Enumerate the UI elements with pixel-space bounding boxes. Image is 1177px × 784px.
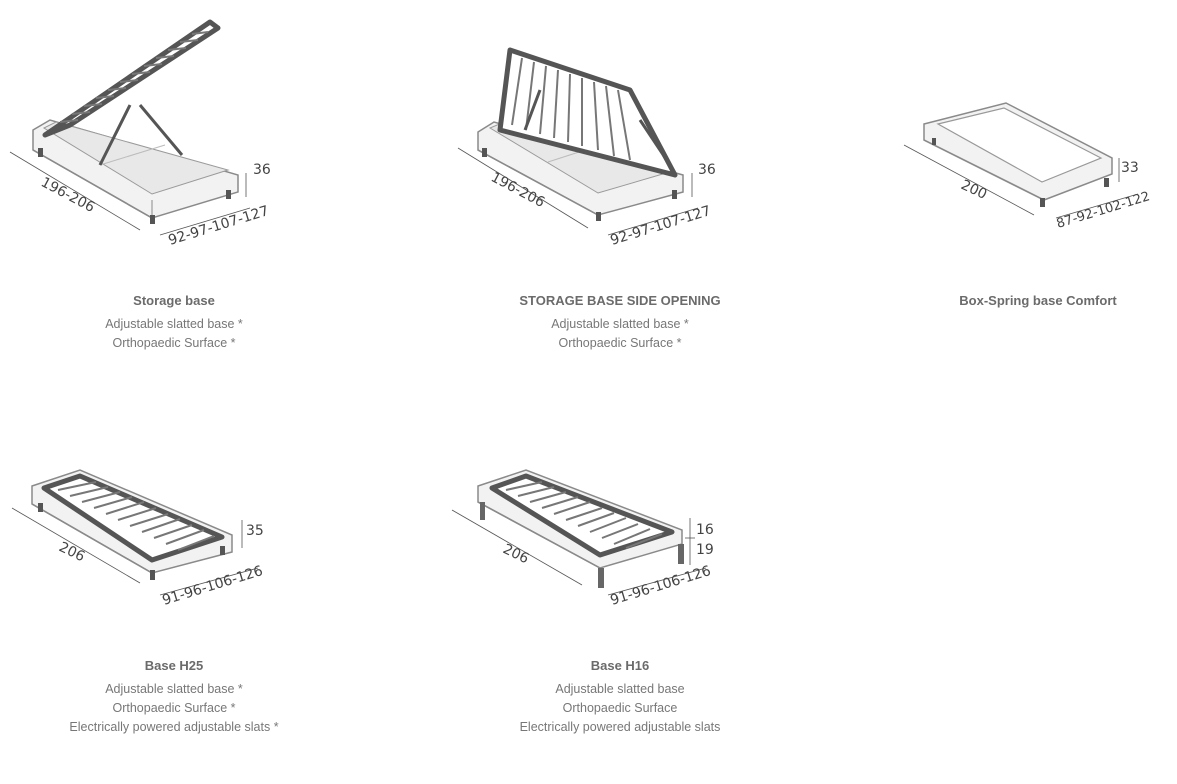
product-title: STORAGE BASE SIDE OPENING xyxy=(519,293,721,308)
product-title: Storage base xyxy=(133,293,215,308)
width-dimension: 92-97-107-127 xyxy=(608,203,712,249)
product-caption: Base H25 Adjustable slatted base * Ortho… xyxy=(0,658,364,737)
base-h25-illustration: 206 35 91-96-106-126 xyxy=(11,469,265,609)
feature-line: Adjustable slatted base xyxy=(555,682,685,696)
product-caption: Storage base Adjustable slatted base * O… xyxy=(0,293,364,353)
feature-line: Electrically powered adjustable slats xyxy=(519,720,721,734)
feature-line: Adjustable slatted base * xyxy=(551,317,689,331)
length-dimension: 200 xyxy=(958,177,989,203)
width-dimension: 87-92-102-122 xyxy=(1055,189,1152,232)
product-title: Base H25 xyxy=(144,658,204,673)
product-base-h25: 206 35 91-96-106-126 Base H25 Adjustable… xyxy=(0,440,380,770)
product-title: Base H16 xyxy=(590,658,650,673)
storage-base-side-opening-illustration: 196-206 36 92-97-107-127 xyxy=(457,47,716,249)
feature-line: Orthopaedic Surface * xyxy=(558,336,682,350)
product-caption: STORAGE BASE SIDE OPENING Adjustable sla… xyxy=(430,293,810,353)
height-bottom-dimension: 19 xyxy=(696,542,714,558)
product-storage-base-side-opening: 196-206 36 92-97-107-127 STORAGE BASE SI… xyxy=(430,10,810,360)
length-dimension: 206 xyxy=(56,539,87,565)
product-base-h16: 206 16 19 91-96-106-126 Base H16 Adjusta… xyxy=(430,440,810,770)
width-dimension: 91-96-106-126 xyxy=(608,563,712,609)
feature-line: Orthopaedic Surface * xyxy=(112,701,236,715)
storage-base-illustration: 196-206 36 92-97-107-127 xyxy=(9,19,271,249)
base-h16-illustration: 206 16 19 91-96-106-126 xyxy=(451,469,714,609)
width-dimension: 92-97-107-127 xyxy=(166,203,270,249)
height-top-dimension: 16 xyxy=(696,522,714,538)
height-dimension: 36 xyxy=(253,162,271,178)
feature-line: Orthopaedic Surface xyxy=(562,701,678,715)
width-dimension: 91-96-106-126 xyxy=(160,563,264,609)
feature-line: Adjustable slatted base * xyxy=(105,682,243,696)
height-dimension: 35 xyxy=(246,523,264,539)
feature-line: Orthopaedic Surface * xyxy=(112,336,236,350)
product-box-spring-base-comfort: 200 33 87-92-102-122 Box-Spring base Com… xyxy=(876,10,1177,360)
box-spring-base-illustration: 200 33 87-92-102-122 xyxy=(903,102,1152,232)
height-dimension: 33 xyxy=(1121,160,1139,176)
height-dimension: 36 xyxy=(698,162,716,178)
feature-line: Adjustable slatted base * xyxy=(105,317,243,331)
product-storage-base: 196-206 36 92-97-107-127 Storage base Ad… xyxy=(0,10,380,360)
product-caption: Box-Spring base Comfort xyxy=(848,293,1177,315)
feature-line: Electrically powered adjustable slats * xyxy=(69,720,279,734)
product-title: Box-Spring base Comfort xyxy=(959,293,1117,308)
length-dimension: 206 xyxy=(500,541,531,567)
product-caption: Base H16 Adjustable slatted base Orthopa… xyxy=(430,658,810,737)
